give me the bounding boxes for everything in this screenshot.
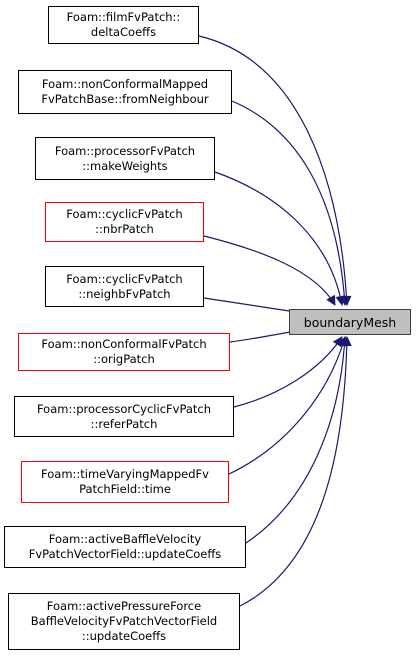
call-edge xyxy=(214,171,346,306)
call-edge xyxy=(198,35,352,306)
call-edge xyxy=(239,336,352,607)
node-label-line: ::updateCoeffs xyxy=(81,629,167,643)
node-label-line: Foam::cyclicFvPatch xyxy=(66,271,183,286)
node-cyclic-fv-patch-nbr-patch[interactable]: Foam::cyclicFvPatch ::nbrPatch xyxy=(45,202,204,242)
node-label-line: Foam::processorFvPatch xyxy=(54,143,196,158)
node-boundary-mesh-label: boundaryMesh xyxy=(303,314,397,330)
node-active-pressure-force-update-coeffs[interactable]: Foam::activePressureForce BaffleVelocity… xyxy=(8,593,240,650)
node-label-line: ::origPatch xyxy=(93,352,155,366)
node-label-line: Foam::filmFvPatch:: xyxy=(66,10,181,24)
call-edge xyxy=(245,336,350,544)
node-label-line: Foam::nonConformalFvPatch xyxy=(41,337,207,351)
node-non-conformal-mapped-from-neighbour[interactable]: Foam::nonConformalMapped FvPatchBase::fr… xyxy=(18,70,232,114)
node-label-line: Foam::activeBaffleVelocity xyxy=(48,532,202,546)
node-processor-fv-patch-make-weights[interactable]: Foam::processorFvPatch ::makeWeights xyxy=(35,137,215,180)
node-label-line: Foam::activePressureForce xyxy=(46,599,202,613)
node-label-line: ::referPatch xyxy=(90,416,158,431)
node-boundary-mesh[interactable]: boundaryMesh xyxy=(289,309,411,335)
node-label-line: BaffleVelocityFvPatchVectorField xyxy=(30,614,218,628)
call-edge xyxy=(231,100,350,306)
node-label-line: FvPatchVectorField::updateCoeffs xyxy=(28,547,222,561)
node-label-line: Foam::timeVaryingMappedFv xyxy=(41,467,209,481)
node-film-fv-patch-delta-coeffs[interactable]: Foam::filmFvPatch:: deltaCoeffs xyxy=(48,6,199,44)
node-cyclic-fv-patch-neighb-fv-patch[interactable]: Foam::cyclicFvPatch ::neighbFvPatch xyxy=(45,266,204,307)
node-label-line: ::neighbFvPatch xyxy=(78,286,171,301)
node-label-line: PatchField::time xyxy=(79,482,171,496)
node-label-line: Foam::cyclicFvPatch xyxy=(66,207,183,221)
call-edge xyxy=(203,235,336,306)
node-label-line: ::makeWeights xyxy=(82,158,168,173)
node-time-varying-mapped-fv-time[interactable]: Foam::timeVaryingMappedFv PatchField::ti… xyxy=(21,461,229,503)
node-label-line: Foam::nonConformalMapped xyxy=(41,77,209,91)
node-active-baffle-velocity-update-coeffs[interactable]: Foam::activeBaffleVelocity FvPatchVector… xyxy=(4,526,246,568)
node-label-line: deltaCoeffs xyxy=(90,25,157,39)
call-edge xyxy=(233,336,343,408)
node-label-line: ::nbrPatch xyxy=(95,222,154,236)
call-edge xyxy=(228,336,348,475)
node-processor-cyclic-fv-patch-refer-patch[interactable]: Foam::processorCyclicFvPatch ::referPatc… xyxy=(14,396,234,437)
node-non-conformal-fv-patch-orig-patch[interactable]: Foam::nonConformalFvPatch ::origPatch xyxy=(18,333,230,371)
node-label-line: FvPatchBase::fromNeighbour xyxy=(41,92,209,106)
node-label-line: Foam::processorCyclicFvPatch xyxy=(36,401,212,416)
